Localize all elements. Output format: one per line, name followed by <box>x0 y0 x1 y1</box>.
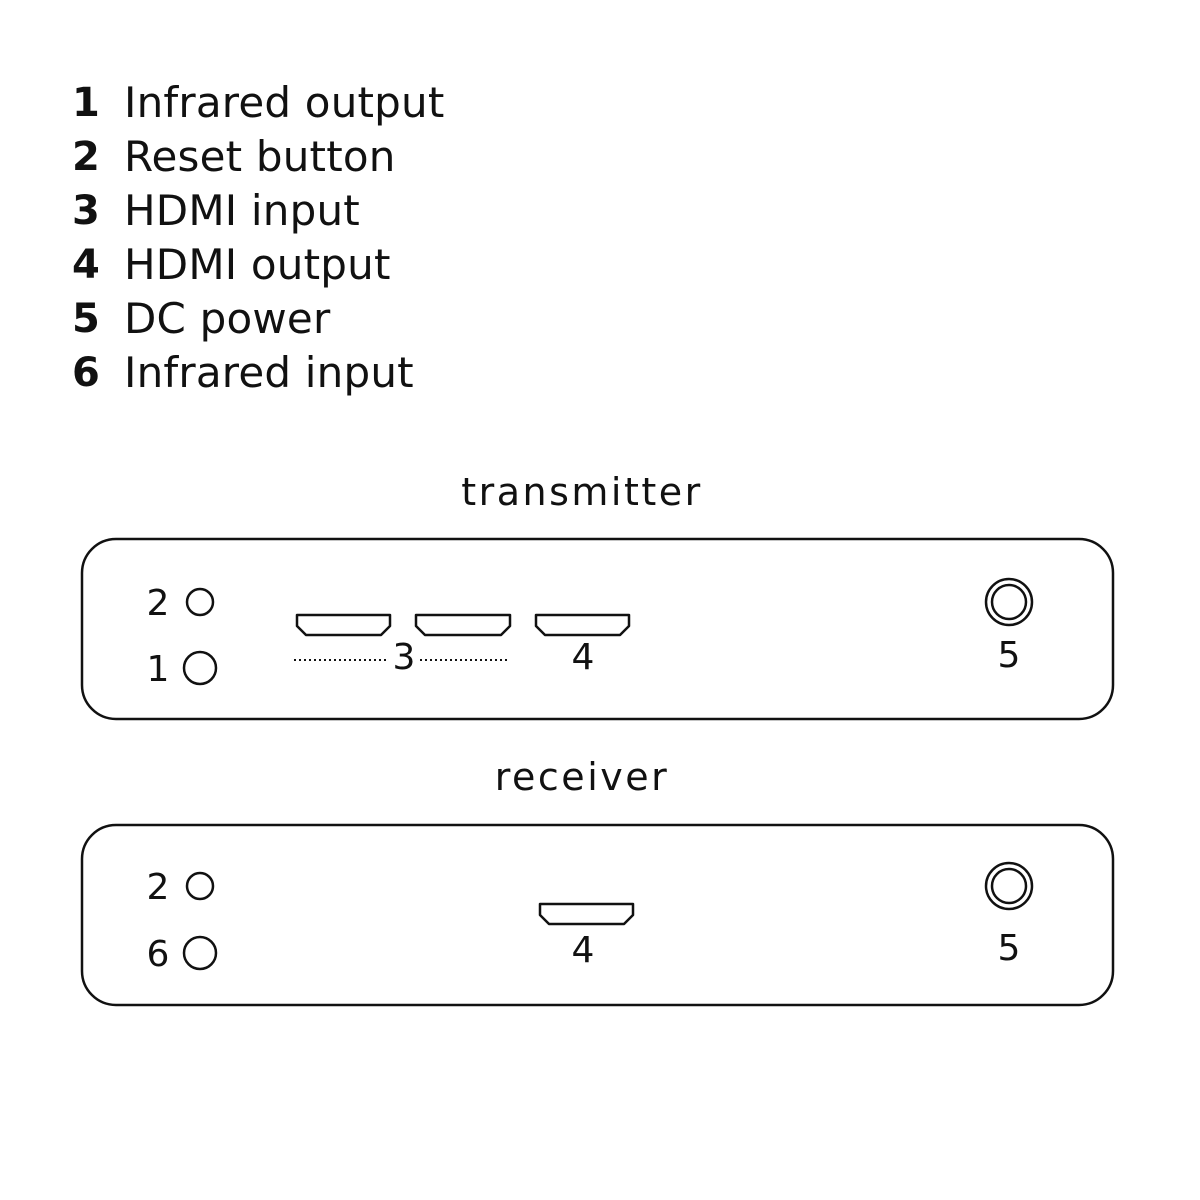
legend-label: DC power <box>124 294 331 343</box>
receiver-dc-power-jack-inner-icon <box>990 867 1028 905</box>
transmitter-dc-power-callout: 5 <box>998 635 1021 676</box>
legend-item: 2 Reset button <box>72 130 445 184</box>
legend-number: 3 <box>72 188 100 234</box>
legend-label: HDMI output <box>124 240 391 289</box>
receiver-panel <box>80 823 1115 1007</box>
legend-label: Infrared output <box>124 78 445 127</box>
transmitter-infrared-output-icon <box>182 650 218 686</box>
legend-number: 1 <box>72 80 100 126</box>
legend-label: Infrared input <box>124 348 414 397</box>
receiver-reset-button-icon <box>185 871 215 901</box>
receiver-dc-power-jack-icon <box>984 861 1034 911</box>
legend-label: Reset button <box>124 132 396 181</box>
hdmi-input-port-icon <box>295 613 392 637</box>
transmitter-panel <box>80 537 1115 721</box>
legend-number: 2 <box>72 134 100 180</box>
transmitter-hdmi-output-port-icon <box>534 613 631 637</box>
legend: 1 Infrared output 2 Reset button 3 HDMI … <box>72 76 445 400</box>
legend-number: 5 <box>72 296 100 342</box>
legend-item: 1 Infrared output <box>72 76 445 130</box>
transmitter-hdmi-output-callout: 4 <box>572 637 595 678</box>
hdmi-input-callout: 3 <box>393 637 416 678</box>
transmitter-infrared-callout: 1 <box>147 649 170 690</box>
legend-item: 5 DC power <box>72 292 445 346</box>
legend-number: 4 <box>72 242 100 288</box>
legend-number: 6 <box>72 350 100 396</box>
transmitter-reset-button-icon <box>185 587 215 617</box>
receiver-title: receiver <box>494 755 670 799</box>
receiver-infrared-callout: 6 <box>147 934 170 975</box>
receiver-dc-power-callout: 5 <box>998 928 1021 969</box>
receiver-reset-callout: 2 <box>147 867 170 908</box>
receiver-hdmi-output-port-icon <box>538 902 635 926</box>
legend-item: 3 HDMI input <box>72 184 445 238</box>
transmitter-dc-power-jack-inner-icon <box>990 583 1028 621</box>
legend-item: 6 Infrared input <box>72 346 445 400</box>
transmitter-dc-power-jack-icon <box>984 577 1034 627</box>
receiver-infrared-input-icon <box>182 935 218 971</box>
hdmi-input-port-icon <box>414 613 512 637</box>
legend-label: HDMI input <box>124 186 360 235</box>
legend-item: 4 HDMI output <box>72 238 445 292</box>
receiver-hdmi-output-callout: 4 <box>572 930 595 971</box>
transmitter-reset-callout: 2 <box>147 583 170 624</box>
transmitter-title: transmitter <box>461 470 703 514</box>
